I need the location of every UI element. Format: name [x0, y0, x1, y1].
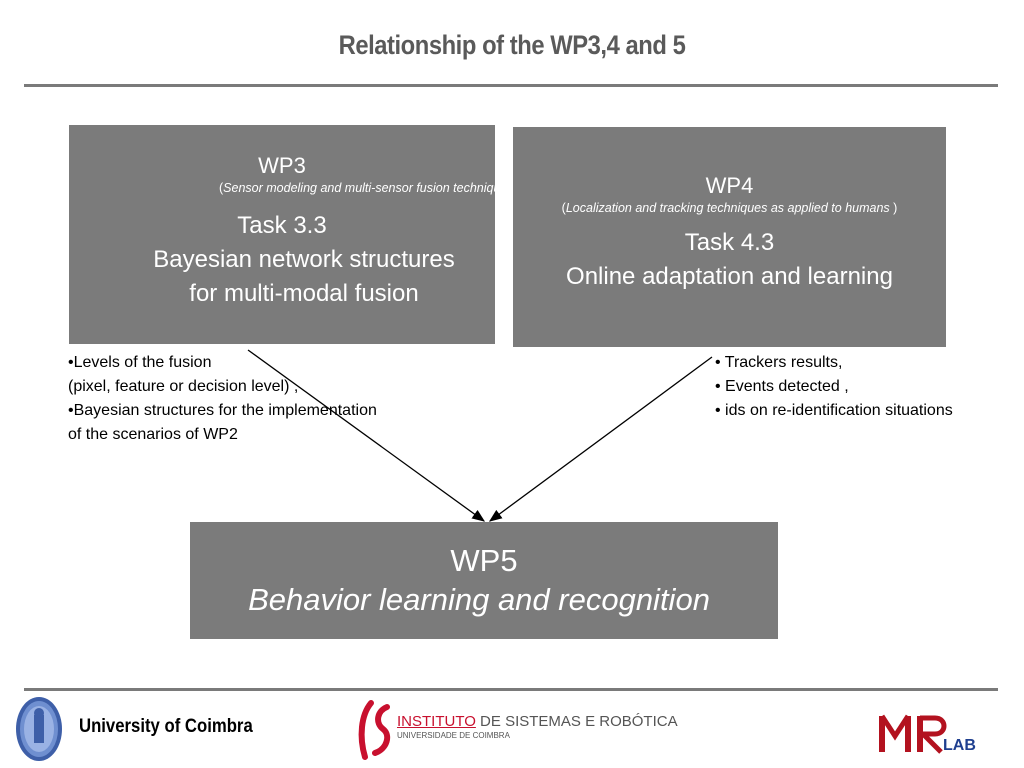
university-name: University of Coimbra	[79, 716, 253, 737]
wp4-note-1: • Trackers results,	[715, 354, 843, 371]
mrlab-lab-text: LAB	[943, 737, 976, 754]
wp3-task-label: Task 3.3	[237, 212, 327, 239]
wp4-subtitle: (Localization and tracking techniques as…	[561, 201, 898, 215]
wp3-title: WP3	[258, 153, 306, 178]
wp4-note-2: • Events detected ,	[715, 378, 849, 395]
wp3-notes: •Levels of the fusion (pixel, feature or…	[68, 351, 377, 447]
mrlab-logo: LAB	[877, 708, 987, 754]
isr-logo-name: INSTITUTO DE SISTEMAS E ROBÓTICA	[397, 713, 678, 730]
mrlab-logo-mark: LAB	[879, 714, 976, 754]
wp4-task-line1: Online adaptation and learning	[566, 263, 893, 290]
isr-logo-mark	[358, 700, 391, 760]
wp3-subtitle-text: Sensor modeling and multi-sensor fusion …	[223, 181, 514, 195]
wp4-to-wp5-arrow	[488, 356, 713, 522]
wp3-box: WP3 (Sensor modeling and multi-sensor fu…	[69, 125, 521, 344]
wp4-note-3: • ids on re-identification situations	[715, 402, 953, 419]
isr-university: UNIVERSIDADE DE COIMBRA	[397, 731, 510, 740]
isr-name-rest: DE SISTEMAS E ROBÓTICA	[475, 713, 678, 730]
footer-divider	[24, 688, 998, 691]
wp3-note-2: (pixel, feature or decision level) ,	[68, 378, 299, 395]
page-title: Relationship of the WP3,4 and 5	[338, 30, 686, 60]
wp3-task-line2: for multi-modal fusion	[189, 280, 419, 307]
university-seal-logo	[16, 697, 62, 761]
header-divider	[24, 84, 998, 87]
wp5-box: WP5 Behavior learning and recognition	[190, 522, 778, 639]
isr-institute-word: INSTITUTO	[397, 713, 476, 730]
wp5-title: WP5	[450, 543, 518, 578]
wp4-notes: • Trackers results, • Events detected , …	[715, 351, 953, 423]
wp3-to-wp5-arrow	[247, 349, 486, 522]
wp3-task-line1: Bayesian network structures	[153, 246, 455, 273]
wp4-box: WP4 (Localization and tracking technique…	[513, 127, 946, 347]
wp3-note-1: •Levels of the fusion	[68, 354, 212, 371]
wp5-task: Behavior learning and recognition	[248, 582, 710, 617]
isr-logo: INSTITUTO DE SISTEMAS E ROBÓTICA UNIVERS…	[357, 697, 687, 763]
wp4-task-label: Task 4.3	[684, 229, 775, 256]
wp3-note-3: •Bayesian structures for the implementat…	[68, 402, 377, 419]
wp4-subtitle-text: Localization and tracking techniques as …	[565, 201, 890, 215]
wp3-note-4: of the scenarios of WP2	[68, 426, 238, 443]
wp4-title: WP4	[705, 173, 754, 198]
